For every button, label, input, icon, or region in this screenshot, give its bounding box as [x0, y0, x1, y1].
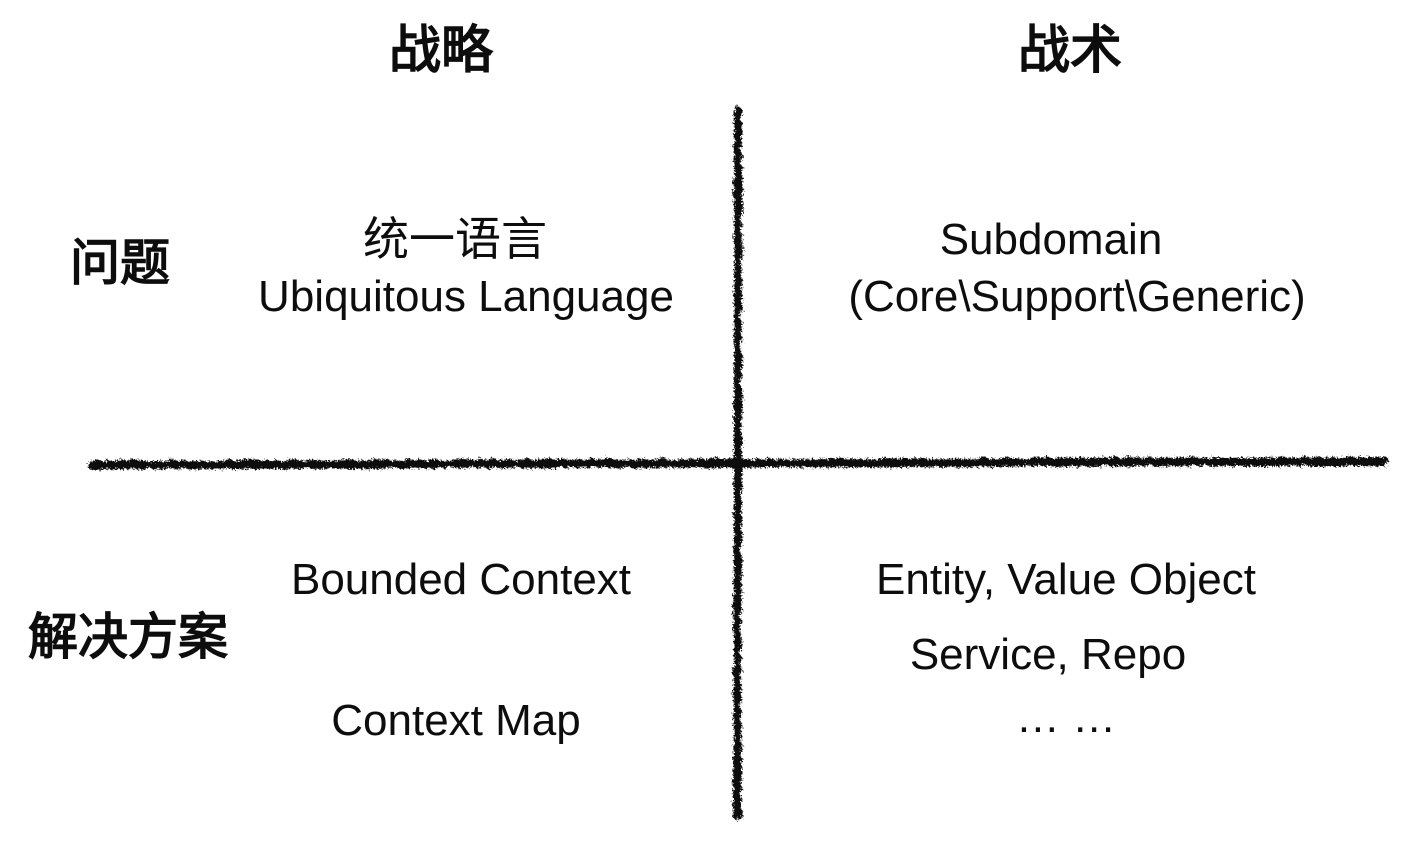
row-header-solution: 解决方案 [28, 609, 228, 665]
row-header-problem: 问题 [70, 235, 170, 291]
quadrant-line: Service, Repo [909, 630, 1187, 679]
quadrant-line: Ubiquitous Language [258, 272, 674, 321]
quadrant-line: (Core\Support\Generic) [848, 272, 1306, 321]
column-header-strategy: 战略 [388, 22, 494, 80]
quadrant-line: Subdomain [939, 215, 1163, 264]
quadrant-line: 统一语言 [363, 213, 547, 265]
column-header-tactics: 战术 [1017, 22, 1123, 80]
quadrant-line: Entity, Value Object [876, 555, 1256, 604]
quadrant-line: Bounded Context [290, 555, 632, 604]
quadrant-line: Context Map [331, 696, 581, 745]
quadrant-line: … … [1015, 693, 1117, 742]
